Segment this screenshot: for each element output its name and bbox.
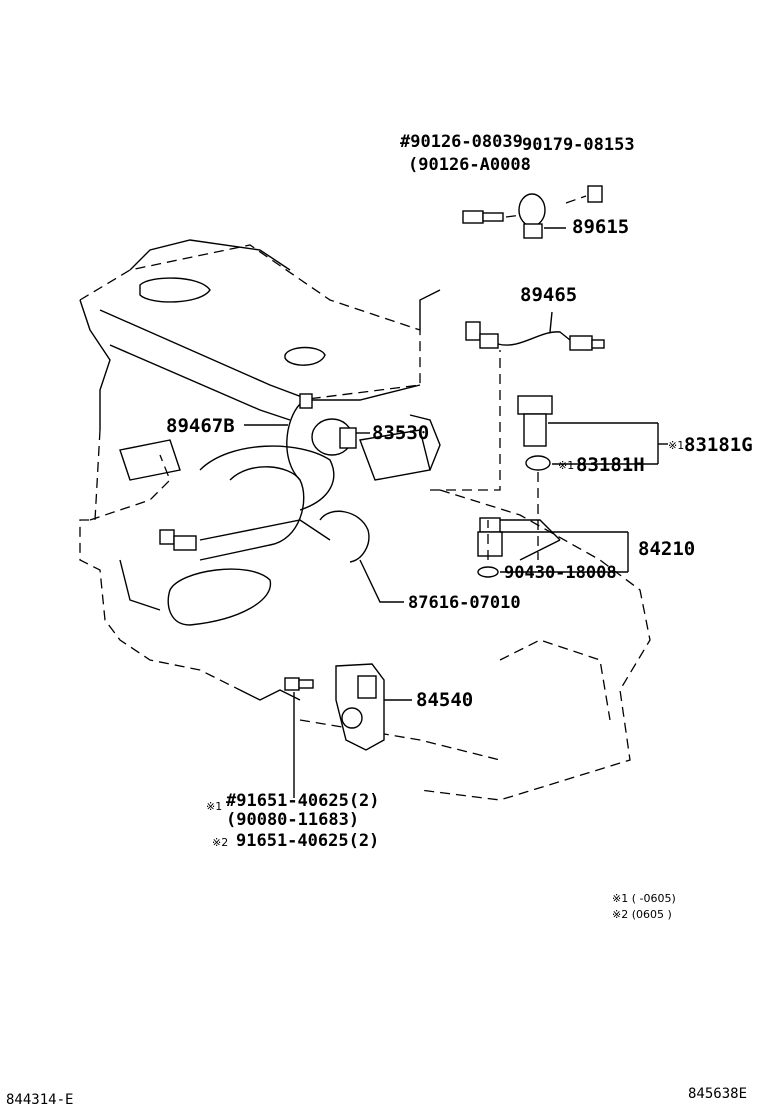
mark-91651-a: ※1 — [206, 800, 222, 813]
gasket-90430 — [477, 520, 628, 578]
mark-83181G: ※1 — [668, 439, 684, 452]
footer-code-right: 845638E — [688, 1086, 747, 1102]
label-83181G: 83181G — [684, 434, 753, 456]
label-91651-40625-a: #91651-40625(2) — [226, 791, 380, 811]
ring-83181H — [525, 455, 658, 560]
clamp-87616 — [319, 510, 404, 603]
knock-sensor-89615 — [518, 193, 566, 239]
label-90126-A0008: (90126-A0008 — [408, 155, 531, 175]
mark-91651-b: ※2 — [212, 836, 228, 849]
oxygen-sensor-89465 — [465, 311, 605, 351]
label-90430-18008: 90430-18008 — [504, 563, 617, 583]
note-2: ※2 (0605 ) — [612, 908, 672, 921]
label-84210: 84210 — [638, 538, 695, 560]
switch-84540 — [335, 663, 412, 751]
bolt-90126 — [462, 210, 523, 224]
nut-90179 — [565, 185, 603, 204]
label-83181H: 83181H — [576, 454, 645, 476]
label-89467B: 89467B — [166, 415, 235, 437]
label-90080-11683: (90080-11683) — [226, 810, 359, 830]
footer-code-left: 844314-E — [6, 1092, 73, 1108]
label-91651-40625-b: 91651-40625(2) — [236, 831, 379, 851]
label-89465: 89465 — [520, 284, 577, 306]
bolt-91651 — [284, 677, 314, 798]
oxygen-sensor-89467B — [159, 393, 313, 561]
label-83530: 83530 — [372, 422, 429, 444]
sensor-83181G — [517, 395, 668, 464]
engine-block — [79, 239, 651, 801]
note-1: ※1 ( -0605) — [612, 892, 676, 905]
label-90126-08039: #90126-08039 — [400, 132, 523, 152]
label-87616-07010: 87616-07010 — [408, 593, 521, 613]
label-84540: 84540 — [416, 689, 473, 711]
mark-83181H: ※1 — [558, 459, 574, 472]
switch-84210 — [477, 517, 629, 572]
oil-pressure-switch-83530 — [311, 418, 370, 456]
label-89615: 89615 — [572, 216, 629, 238]
label-90179-08153: 90179-08153 — [522, 135, 635, 155]
